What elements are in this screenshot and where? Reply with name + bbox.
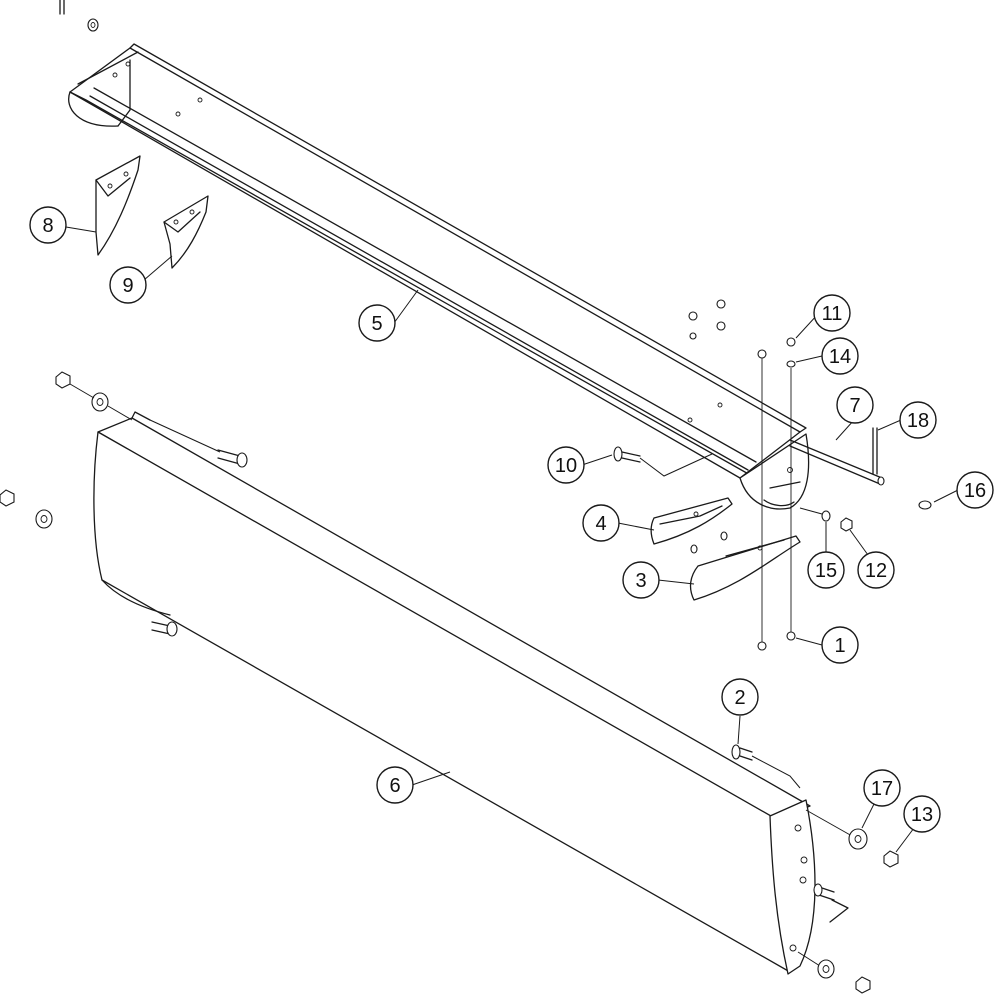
callout-8: 8 (29, 206, 67, 244)
callout-12: 12 (857, 551, 895, 589)
callout-11: 11 (813, 294, 851, 332)
callout-17: 17 (863, 769, 901, 807)
svg-text:4: 4 (595, 513, 606, 535)
rod (789, 439, 885, 486)
bracket-3 (689, 535, 801, 601)
callout-3: 3 (622, 561, 660, 599)
lower-housing (93, 411, 849, 975)
svg-text:11: 11 (822, 303, 843, 325)
svg-text:5: 5 (371, 313, 382, 335)
callout-15: 15 (807, 551, 845, 589)
callout-18: 18 (899, 401, 937, 439)
svg-text:10: 10 (555, 455, 577, 477)
svg-text:7: 7 (849, 395, 860, 417)
hardware (0, 0, 932, 994)
callout-14: 14 (821, 337, 859, 375)
bracket-9 (163, 195, 209, 269)
callout-4: 4 (582, 504, 620, 542)
svg-text:2: 2 (734, 687, 745, 709)
svg-text:16: 16 (964, 480, 986, 502)
callout-13: 13 (903, 795, 941, 833)
svg-text:17: 17 (871, 778, 893, 800)
svg-text:1: 1 (834, 635, 845, 657)
svg-text:15: 15 (815, 560, 837, 582)
svg-text:9: 9 (122, 275, 133, 297)
bracket-4 (650, 497, 733, 545)
callout-5: 5 (358, 304, 396, 342)
pin (872, 427, 878, 475)
svg-text:18: 18 (907, 410, 929, 432)
svg-text:6: 6 (389, 775, 400, 797)
callout-9: 9 (109, 266, 147, 304)
svg-text:14: 14 (829, 346, 851, 368)
upper-channel-beam (68, 43, 810, 510)
callout-1: 1 (821, 626, 859, 664)
svg-text:8: 8 (42, 215, 53, 237)
bracket-8 (95, 155, 141, 256)
callout-10: 10 (547, 446, 585, 484)
callout-16: 16 (956, 471, 994, 509)
svg-text:12: 12 (865, 560, 887, 582)
svg-text:13: 13 (911, 804, 933, 826)
callout-6: 6 (376, 766, 414, 804)
callout-2: 2 (721, 678, 759, 716)
svg-text:3: 3 (635, 570, 646, 592)
callout-7: 7 (836, 386, 874, 424)
